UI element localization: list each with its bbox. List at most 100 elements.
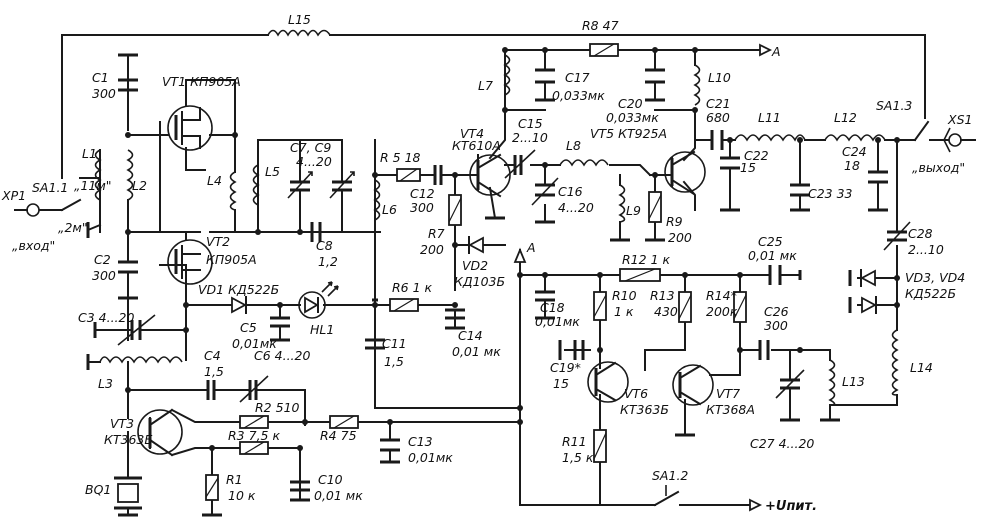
label-R2: R2 510: [255, 400, 300, 415]
label-VT1: VT1 КП905А: [162, 74, 241, 89]
label-L8: L8: [566, 138, 581, 153]
label-L7: L7: [478, 78, 493, 93]
label-L13: L13: [842, 374, 865, 389]
diode-VD1: [231, 296, 247, 314]
label-R14: R14*: [706, 288, 737, 303]
label-VT3-type: КТ363Б: [104, 432, 153, 447]
label-R14-value: 200к: [706, 304, 738, 319]
label-SA11: SA1.1: [32, 180, 68, 195]
label-VT6: VT6: [624, 386, 648, 401]
transistor-VT3: [137, 408, 183, 457]
resistor-R10: [593, 291, 607, 321]
label-C3: C3 4...20: [78, 310, 134, 325]
labels: L15 R8 47 A C17 0,033мк C20 0,033мк L7 L…: [1, 12, 972, 514]
resistor-R8: [589, 43, 619, 57]
label-R1: R1: [226, 472, 243, 487]
inductor-L6: [373, 179, 381, 221]
label-C11-value: 1,5: [384, 354, 404, 369]
label-HL1: HL1: [310, 322, 334, 337]
label-C2: C2: [94, 252, 111, 267]
label-R5: R 5 18: [380, 150, 421, 165]
label-C26: C26: [764, 304, 789, 319]
label-C16: C16: [558, 184, 583, 199]
label-C24-value: 18: [844, 158, 860, 173]
label-L1: L1: [82, 146, 97, 161]
resistor-R7: [448, 194, 462, 226]
label-VT3: VT3: [110, 416, 134, 431]
resistor-R14: [733, 291, 747, 323]
label-R6: R6 1 к: [392, 280, 433, 295]
label-SA13: SA1.3: [876, 98, 912, 113]
label-L4: L4: [207, 173, 222, 188]
label-C4-value: 1,5: [204, 364, 224, 379]
transistor-VT1: [167, 105, 213, 151]
connector-XS1: [943, 127, 976, 153]
label-R11-value: 1,5 к: [562, 450, 594, 465]
label-R7-value: 200: [420, 242, 444, 257]
label-L15: L15: [288, 12, 311, 27]
inductor-L2: [126, 149, 134, 201]
ground-symbols: [86, 53, 888, 517]
label-VT4: VT4: [460, 126, 484, 141]
label-C28-value: 2...10: [908, 242, 944, 257]
label-R11: R11: [562, 434, 587, 449]
label-output: „выход": [912, 160, 965, 175]
transistor-VT5: [664, 150, 706, 196]
resistor-R3: [239, 441, 269, 455]
label-C14: C14: [458, 328, 483, 343]
crystal-BQ1: [114, 476, 142, 510]
label-BQ1: BQ1: [85, 482, 111, 497]
label-VT7-type: КТ368А: [706, 402, 755, 417]
label-C23: C23 33: [808, 186, 853, 201]
resistor-R6: [389, 298, 419, 312]
label-R7: R7: [428, 226, 445, 241]
label-VD3-VD4-type: КД522Б: [905, 286, 956, 301]
label-C28: C28: [908, 226, 933, 241]
arrow-Upit: [749, 498, 763, 512]
label-SA12: SA1.2: [652, 468, 688, 483]
inductor-L1: [94, 149, 102, 201]
label-R13: R13: [650, 288, 675, 303]
label-L2: L2: [132, 178, 147, 193]
label-C25-value: 0,01 мк: [748, 248, 797, 263]
label-R12: R12 1 к: [622, 252, 670, 267]
label-VT7: VT7: [716, 386, 740, 401]
label-L9: L9: [626, 203, 641, 218]
label-VT2-type: КП905А: [206, 252, 257, 267]
resistor-R2: [239, 415, 269, 429]
label-C16-value: 4...20: [558, 200, 594, 215]
label-VD2: VD2: [462, 258, 488, 273]
inductor-L11: [734, 134, 806, 142]
resistor-R11: [593, 429, 607, 463]
label-L10: L10: [708, 70, 731, 85]
arrow-A-top: [759, 43, 773, 57]
inductor-L5: [252, 164, 260, 206]
label-L12: L12: [834, 110, 857, 125]
label-VD1: VD1 КД522Б: [198, 282, 279, 297]
resistor-R12: [619, 268, 661, 282]
label-XS1: XS1: [947, 112, 972, 127]
diode-VD2: [468, 236, 484, 254]
label-L14: L14: [910, 360, 933, 375]
resistor-R9: [648, 191, 662, 223]
capacitors: [109, 54, 911, 492]
label-R8: R8 47: [582, 18, 619, 33]
label-C7-value: 4...20: [296, 154, 332, 169]
connector-XP1: [14, 203, 40, 217]
label-C20-value: 0,033мк: [606, 110, 659, 125]
resistor-R13: [678, 291, 692, 323]
label-R13-value: 430: [654, 304, 678, 319]
label-VD2-type: КД103Б: [454, 274, 505, 289]
label-VT5: VT5 КТ925А: [590, 126, 667, 141]
label-XP1: XP1: [1, 188, 26, 203]
inductor-L3: [99, 356, 183, 364]
inductor-L12: [824, 134, 886, 142]
label-C18: C18: [540, 300, 565, 315]
label-R4: R4 75: [320, 428, 357, 443]
label-C12-value: 300: [410, 200, 434, 215]
label-VT4-type: КТ610А: [452, 138, 501, 153]
label-11m: „11м": [74, 178, 112, 193]
switch-SA12: [653, 485, 680, 507]
label-C14-value: 0,01 мк: [452, 344, 501, 359]
